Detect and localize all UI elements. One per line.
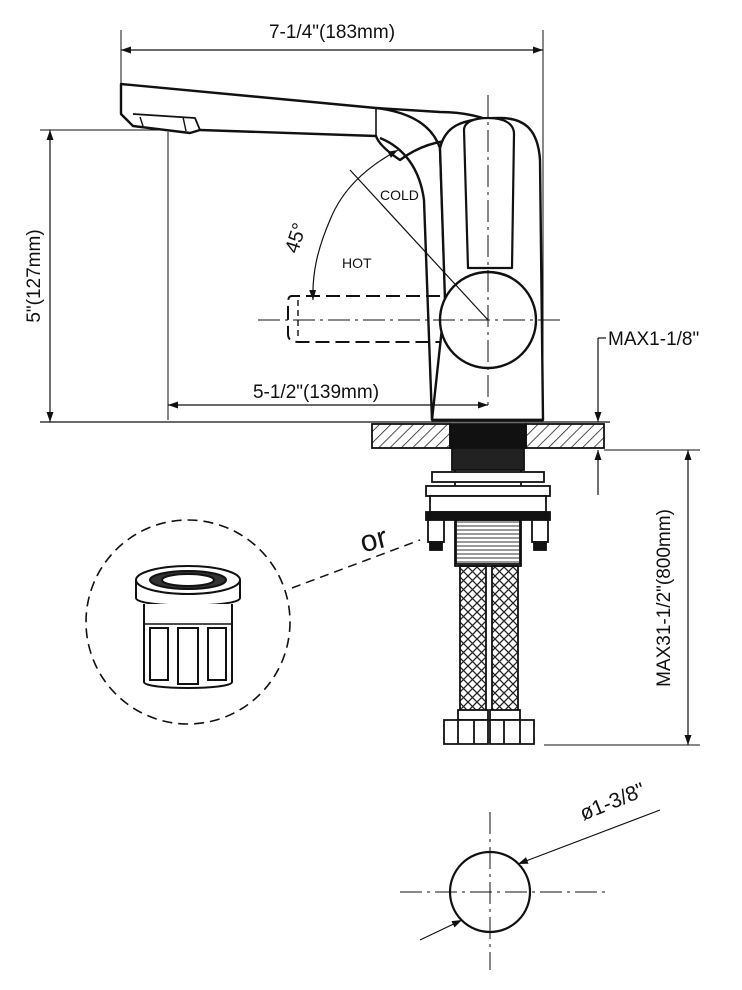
cold-hose — [491, 565, 519, 717]
alternative-nut-detail: or — [85, 519, 421, 725]
hole-diameter-detail: ø1-3/8" — [400, 779, 661, 970]
cold-hose-nut — [489, 719, 535, 745]
detail-circle — [85, 519, 291, 725]
reach-label: 5-1/2"(139mm) — [253, 382, 379, 403]
hose-length-dimension: MAX31-1/2"(800mm) — [544, 450, 700, 746]
handle-lever — [462, 116, 516, 270]
deck-thickness-dimension: MAX1-1/8" — [594, 329, 700, 495]
alternative-nut — [135, 565, 241, 689]
hot-hose-nut — [443, 719, 489, 745]
mounting-hardware — [425, 423, 551, 567]
overall-width-label: 7-1/4"(183mm) — [269, 22, 395, 43]
braided-hoses — [443, 565, 535, 745]
hose-length-label: MAX31-1/2"(800mm) — [654, 509, 675, 687]
deck-section — [371, 423, 605, 449]
height-label: 5"(127mm) — [24, 229, 45, 322]
hot-hose — [459, 565, 487, 717]
spout — [119, 82, 502, 162]
hot-label: HOT — [342, 255, 372, 271]
reach-dimension: 5-1/2"(139mm) — [168, 382, 488, 409]
cold-label: COLD — [380, 187, 419, 203]
handle-hot-position — [287, 295, 440, 343]
rotation-angle: 45° COLD HOT — [281, 149, 489, 321]
angle-label: 45° — [281, 220, 311, 256]
washer — [431, 471, 545, 483]
or-label: or — [357, 521, 391, 559]
centre-lines — [167, 95, 560, 420]
faucet-body — [119, 82, 545, 422]
mounting-plate — [429, 495, 547, 513]
deck-thickness-label: MAX1-1/8" — [608, 329, 699, 350]
